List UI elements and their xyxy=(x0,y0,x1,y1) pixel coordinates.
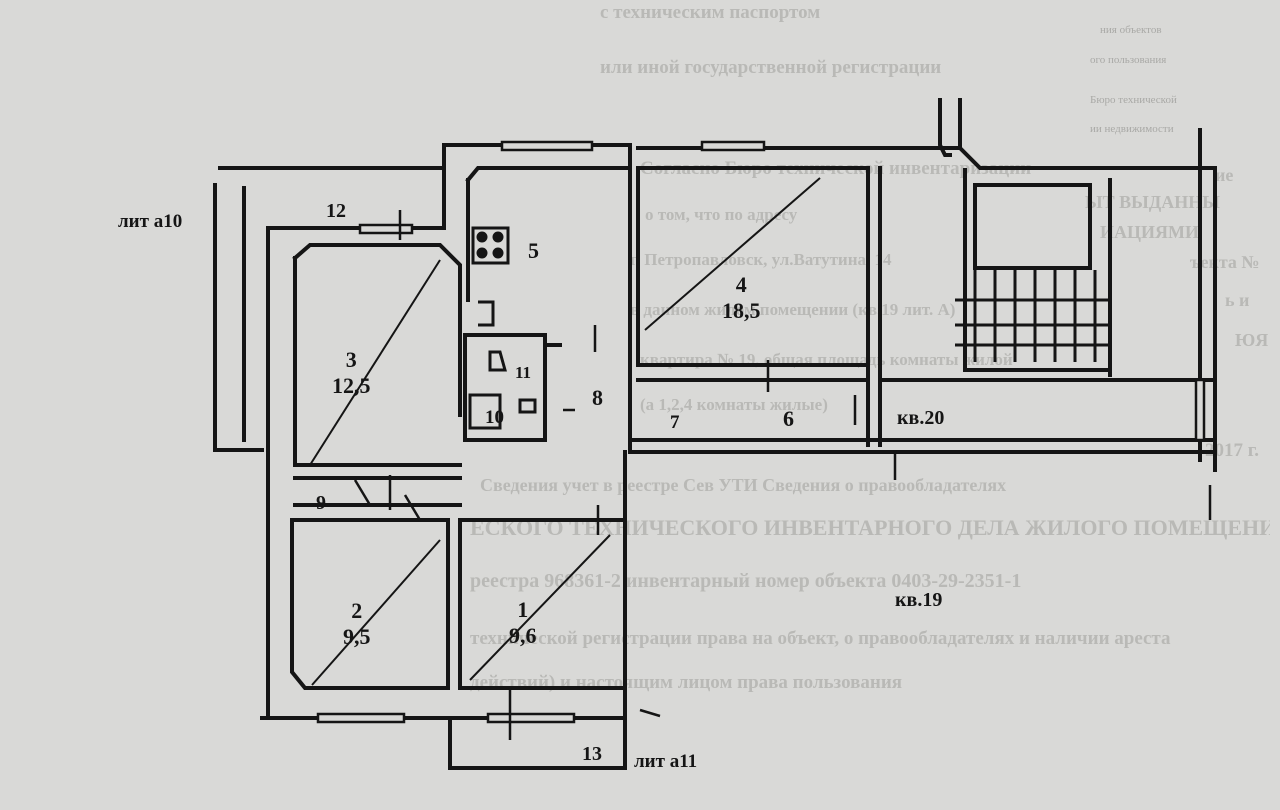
kv19-label: кв.19 xyxy=(895,589,943,611)
wall xyxy=(973,183,1092,270)
hatch-line xyxy=(644,177,821,331)
bg-line: ие xyxy=(1215,165,1234,185)
window xyxy=(700,140,766,152)
room-area: 18,5 xyxy=(722,298,761,324)
wall xyxy=(213,183,264,452)
room-number: 3 xyxy=(345,347,357,372)
wall xyxy=(963,168,1112,372)
stairs xyxy=(955,270,1110,362)
fixtures xyxy=(468,226,537,430)
room-label-11: 11 xyxy=(515,363,532,382)
room-label-13: 13 xyxy=(582,743,602,765)
room-area: 9,5 xyxy=(343,624,371,650)
bg-line: 2017 г. xyxy=(1205,440,1259,461)
bg-line: или иной государственной регистрации xyxy=(600,57,942,78)
door-mark xyxy=(353,479,372,506)
door-mark xyxy=(639,708,661,718)
room-number: 1 xyxy=(517,597,529,622)
bg-small-line: Бюро технической xyxy=(1090,94,1177,106)
room-label-8: 8 xyxy=(592,385,603,410)
doors xyxy=(353,210,1212,740)
wall xyxy=(290,518,450,690)
hatch-line xyxy=(469,534,611,681)
bg-small-line: ого пользования xyxy=(1090,54,1167,66)
room-area: 12,5 xyxy=(332,373,371,399)
room-label-7: 7 xyxy=(670,412,680,433)
wall xyxy=(957,145,1217,170)
stair-tread xyxy=(973,270,1097,362)
room-label-1: 1 9,6 xyxy=(509,597,537,650)
room-label-5: 5 xyxy=(528,238,539,263)
bg-line: реестра 968361-2 инвентарный номер объек… xyxy=(470,570,1022,592)
toilet-icon xyxy=(488,350,507,372)
windows xyxy=(316,140,1206,724)
room-label-2: 2 9,5 xyxy=(343,598,371,651)
window xyxy=(486,712,576,724)
bg-line: ИАЦИЯМИ xyxy=(1100,222,1199,242)
room-label-4: 4 18,5 xyxy=(722,272,761,325)
bg-line: ЮЯ xyxy=(1235,330,1269,350)
wall xyxy=(463,333,547,442)
wall xyxy=(938,98,952,157)
lit-a10-label: лит а10 xyxy=(118,211,183,232)
bg-line: с техническим паспортом xyxy=(600,2,821,23)
burner xyxy=(476,247,488,259)
window xyxy=(358,223,414,235)
room-number: 2 xyxy=(351,598,363,623)
burner xyxy=(476,231,488,243)
bg-line: г. Петропавловск, ул.Ватутина, 14 xyxy=(630,250,892,269)
bg-line: Сведения учет в реестре Сев УТИ Сведения… xyxy=(480,475,1007,495)
room-label-9: 9 xyxy=(316,492,326,514)
burner xyxy=(492,231,504,243)
hatching xyxy=(309,177,821,686)
bg-line: ЫТ ВЫДАННЫ xyxy=(1085,192,1220,212)
wall xyxy=(458,518,627,690)
burner xyxy=(492,247,504,259)
room-label-10: 10 xyxy=(485,407,504,428)
bg-line: технической регистрации права на объект,… xyxy=(470,628,1171,649)
room-number: 4 xyxy=(735,272,747,297)
wall xyxy=(448,716,627,770)
window xyxy=(500,140,594,152)
stair-tread xyxy=(955,298,1110,347)
window xyxy=(1194,378,1206,442)
hatch-line xyxy=(311,539,441,686)
room-label-12: 12 xyxy=(326,200,346,222)
bg-small-line: ния объектов xyxy=(1100,24,1162,36)
stove-icon xyxy=(471,226,510,265)
bg-small-line: ии недвижимости xyxy=(1090,123,1174,135)
bg-line: в данном жилом помещении (кв.19 лит. А) xyxy=(630,300,956,319)
bg-line: (а 1,2,4 комнаты жилые) xyxy=(640,395,828,414)
sink-icon xyxy=(478,300,495,327)
room-label-6: 6 xyxy=(783,406,794,431)
wall xyxy=(465,166,632,183)
window xyxy=(316,712,406,724)
lit-a11-label: лит а11 xyxy=(634,751,698,772)
bathtub-icon xyxy=(468,393,502,430)
room-label-3: 3 12,5 xyxy=(332,347,371,400)
bg-line: ъекта № xyxy=(1190,252,1260,272)
room-area: 9,6 xyxy=(509,623,537,649)
washbasin-icon xyxy=(518,398,537,414)
bg-line: о том, что по адресу xyxy=(645,205,798,224)
wall xyxy=(290,518,450,690)
plan-walls xyxy=(213,98,1217,770)
kv20-label: кв.20 xyxy=(897,407,945,429)
door-mark xyxy=(403,494,422,521)
wall xyxy=(292,243,462,417)
bg-line: ь и xyxy=(1225,290,1250,310)
hatch-line xyxy=(309,259,441,466)
